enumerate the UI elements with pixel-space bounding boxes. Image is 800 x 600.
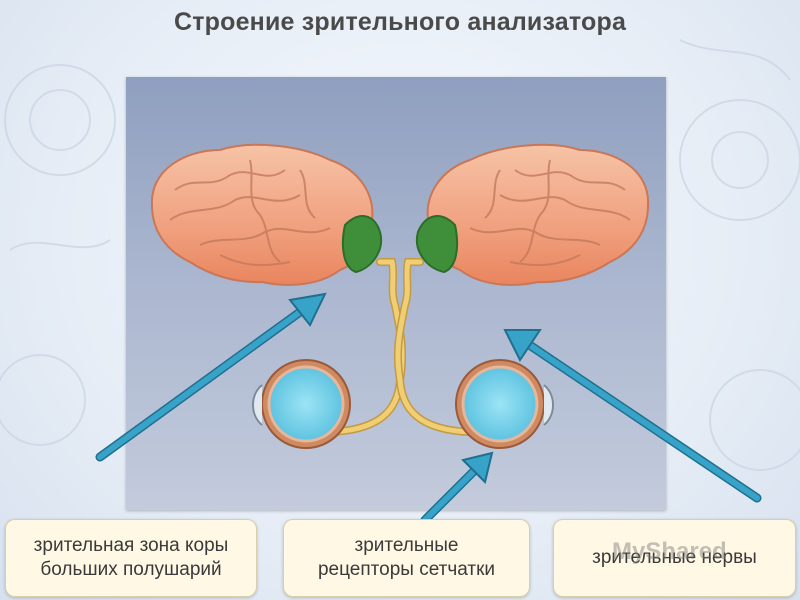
right-eye: [455, 359, 554, 449]
label-retina-receptors: зрительные рецепторы сетчатки: [283, 519, 530, 597]
page-title: Строение зрительного анализатора: [173, 8, 627, 36]
arrow-to-visual-cortex: [95, 292, 327, 462]
left-brain-hemisphere: [150, 143, 383, 286]
right-visual-zone: [415, 215, 459, 274]
optic-nerves: [326, 258, 474, 436]
right-brain-hemisphere: [415, 143, 650, 286]
left-visual-zone: [341, 215, 383, 274]
arrow-to-retina-receptors: [420, 451, 494, 525]
label-visual-cortex-line1: зрительная зона коры: [33, 535, 229, 556]
label-retina-receptors-line1: зрительные: [354, 535, 459, 556]
label-optic-nerves: зрительные нервы: [553, 519, 796, 597]
label-visual-cortex-line2: больших полушарий: [40, 559, 222, 580]
left-eye: [252, 359, 351, 449]
label-optic-nerves-text: зрительные нервы: [592, 547, 757, 568]
label-retina-receptors-line2: рецепторы сетчатки: [317, 559, 496, 580]
label-visual-cortex-zone: зрительная зона коры больших полушарий: [5, 519, 257, 597]
arrow-to-optic-nerves: [503, 329, 762, 503]
